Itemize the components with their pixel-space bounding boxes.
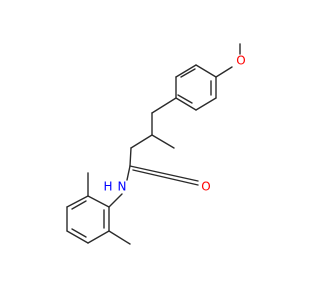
- bond-nitrogen-ring: [108, 193, 123, 208]
- bond-ring-bottom-2: [66, 195, 89, 208]
- bond-ch2-carbonyl: [129, 147, 132, 167]
- molecule-canvas: O O N H: [66, 43, 246, 245]
- bond-oxygen-ring: [215, 66, 233, 78]
- atom-label-oxygen-methoxy: O: [236, 54, 245, 68]
- bond-layer: [66, 43, 241, 245]
- atom-label-oxygen-carbonyl: O: [201, 180, 210, 194]
- bond-carbonyl-single: [129, 165, 199, 182]
- bond-ring-bottom-1: [87, 195, 110, 208]
- bond-ring-top-6: [195, 64, 217, 78]
- bond-ring-methyl-bottom: [108, 230, 131, 245]
- bond-ring-top-5: [175, 64, 197, 78]
- bond-ring-top-double-2: [177, 94, 193, 104]
- bond-ring-top-double-3: [180, 68, 196, 78]
- atom-label-hydrogen: H: [103, 180, 112, 194]
- bond-ch-methyl: [151, 134, 175, 149]
- bond-ring-ch2: [151, 97, 177, 114]
- bond-ring-bottom-double-1: [71, 200, 87, 210]
- bond-ch-ch2: [130, 134, 153, 149]
- bond-carbon-nitrogen: [126, 165, 131, 181]
- structure-diagram: O O N H: [66, 43, 246, 245]
- atom-label-nitrogen: N: [118, 180, 127, 194]
- bond-ring-top-3: [175, 97, 197, 111]
- bond-carbonyl-double: [132, 169, 199, 186]
- bond-ring-top-2: [195, 97, 217, 111]
- bond-ring-bottom-5: [87, 230, 110, 244]
- bond-ring-bottom-4: [66, 230, 89, 244]
- bond-ring-bottom-double-2: [71, 228, 87, 238]
